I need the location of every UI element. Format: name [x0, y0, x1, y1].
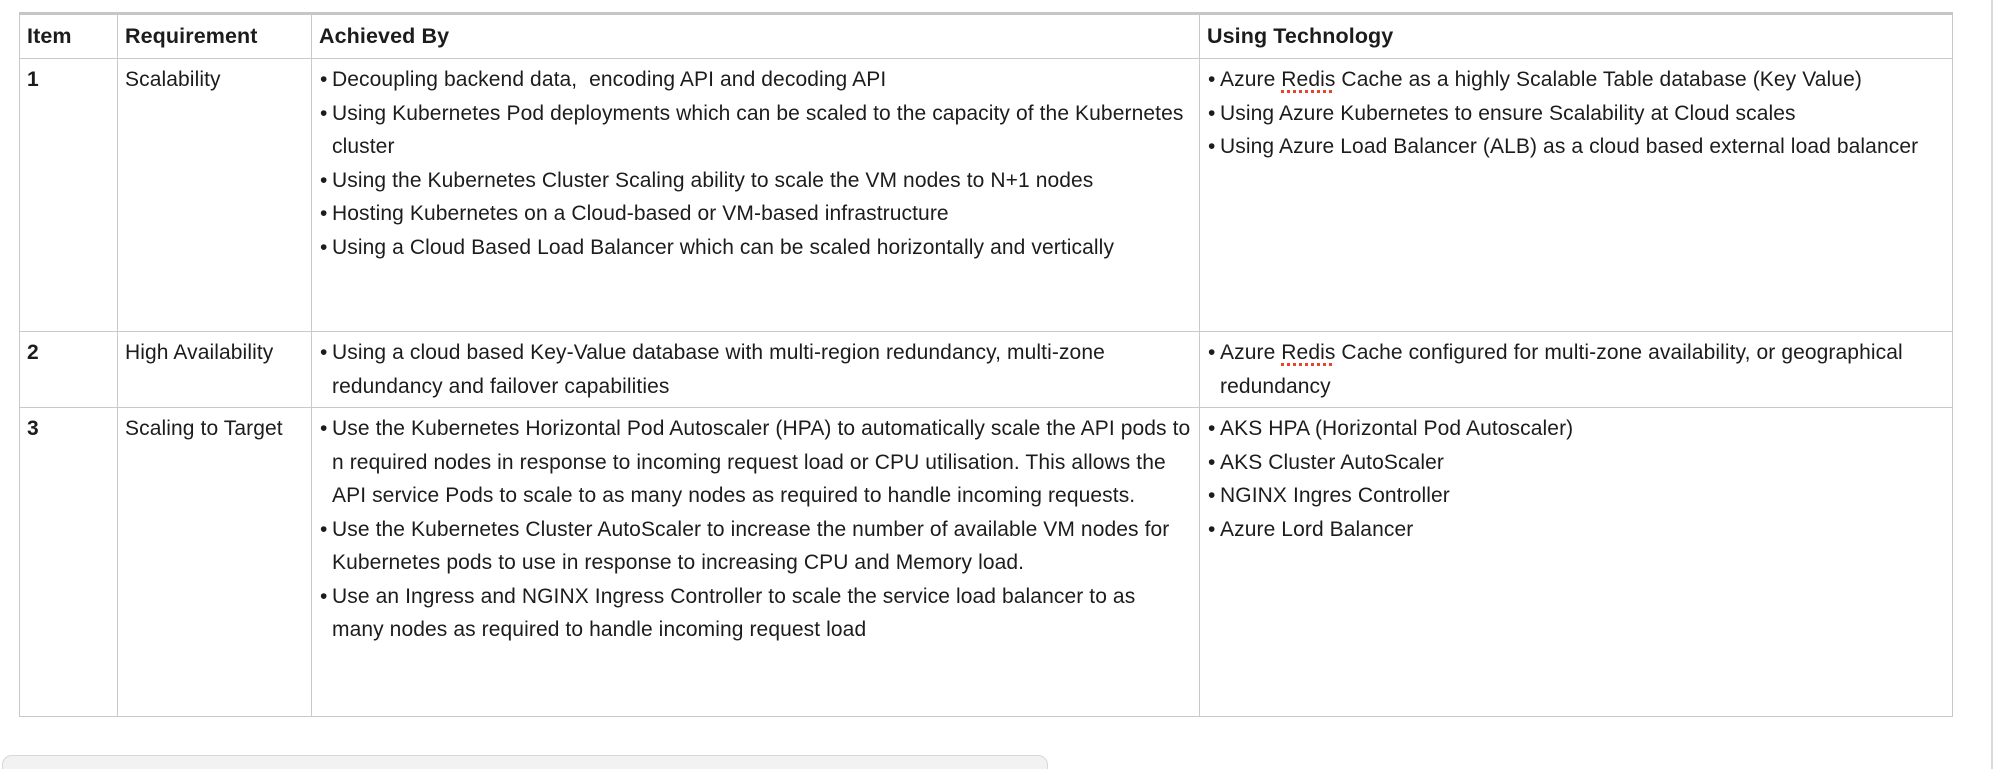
- bullet-item: Using Azure Kubernetes to ensure Scalabi…: [1207, 97, 1944, 131]
- table-row: 2 High Availability Using a cloud based …: [19, 331, 1953, 408]
- bullet-item: Decoupling backend data, encoding API an…: [319, 63, 1191, 97]
- achieved-by-cell: Use the Kubernetes Horizontal Pod Autosc…: [311, 407, 1200, 717]
- table-row: 3 Scaling to Target Use the Kubernetes H…: [19, 407, 1953, 717]
- achieved-by-cell: Using a cloud based Key-Value database w…: [311, 331, 1200, 408]
- bullet-item: Using a Cloud Based Load Balancer which …: [319, 231, 1191, 265]
- bullet-item: Use an Ingress and NGINX Ingress Control…: [319, 580, 1191, 647]
- achieved-by-list: Decoupling backend data, encoding API an…: [319, 63, 1191, 264]
- using-technology-cell: Azure Redis Cache configured for multi-z…: [1199, 331, 1953, 408]
- bullet-item: Using a cloud based Key-Value database w…: [319, 336, 1191, 403]
- using-technology-cell: Azure Redis Cache as a highly Scalable T…: [1199, 58, 1953, 332]
- bottom-panel-partial: [2, 755, 1048, 769]
- bullet-item: NGINX Ingres Controller: [1207, 479, 1944, 513]
- item-cell: 3: [19, 407, 118, 717]
- page-edge-line: [1991, 0, 1993, 769]
- bullet-item: AKS Cluster AutoScaler: [1207, 446, 1944, 480]
- using-technology-list: AKS HPA (Horizontal Pod Autoscaler)AKS C…: [1207, 412, 1944, 546]
- using-technology-list: Azure Redis Cache as a highly Scalable T…: [1207, 63, 1944, 164]
- using-technology-cell: AKS HPA (Horizontal Pod Autoscaler)AKS C…: [1199, 407, 1953, 717]
- achieved-by-cell: Decoupling backend data, encoding API an…: [311, 58, 1200, 332]
- item-cell: 2: [19, 331, 118, 408]
- column-header-achieved-by: Achieved By: [311, 13, 1200, 59]
- bullet-item: Hosting Kubernetes on a Cloud-based or V…: [319, 197, 1191, 231]
- bullet-item: Azure Redis Cache as a highly Scalable T…: [1207, 63, 1944, 97]
- requirement-cell: High Availability: [117, 331, 312, 408]
- achieved-by-list: Use the Kubernetes Horizontal Pod Autosc…: [319, 412, 1191, 647]
- bullet-item: AKS HPA (Horizontal Pod Autoscaler): [1207, 412, 1944, 446]
- achieved-by-list: Using a cloud based Key-Value database w…: [319, 336, 1191, 403]
- table-header-row: Item Requirement Achieved By Using Techn…: [19, 13, 1953, 59]
- requirements-table: Item Requirement Achieved By Using Techn…: [19, 12, 1953, 717]
- column-header-item: Item: [19, 13, 118, 59]
- table-row: 1 Scalability Decoupling backend data, e…: [19, 58, 1953, 332]
- requirement-cell: Scaling to Target: [117, 407, 312, 717]
- bullet-item: Azure Lord Balancer: [1207, 513, 1944, 547]
- item-cell: 1: [19, 58, 118, 332]
- column-header-using-technology: Using Technology: [1199, 13, 1953, 59]
- spellcheck-underlined-word: Redis: [1281, 341, 1336, 364]
- bullet-item: Using Kubernetes Pod deployments which c…: [319, 97, 1191, 164]
- spellcheck-underlined-word: Redis: [1281, 68, 1336, 91]
- bullet-item: Using Azure Load Balancer (ALB) as a clo…: [1207, 130, 1944, 164]
- column-header-requirement: Requirement: [117, 13, 312, 59]
- bullet-item: Use the Kubernetes Cluster AutoScaler to…: [319, 513, 1191, 580]
- requirement-cell: Scalability: [117, 58, 312, 332]
- using-technology-list: Azure Redis Cache configured for multi-z…: [1207, 336, 1944, 403]
- bullet-item: Azure Redis Cache configured for multi-z…: [1207, 336, 1944, 403]
- bullet-item: Use the Kubernetes Horizontal Pod Autosc…: [319, 412, 1191, 513]
- bullet-item: Using the Kubernetes Cluster Scaling abi…: [319, 164, 1191, 198]
